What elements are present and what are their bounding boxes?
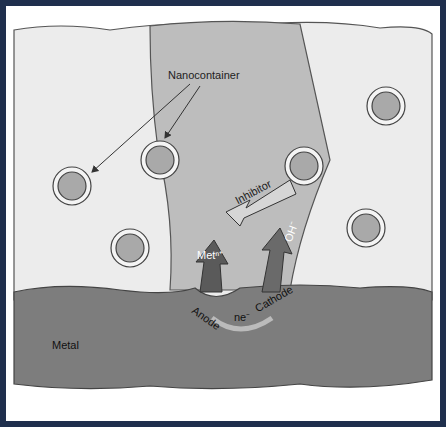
ion-label: Metⁿ⁺ xyxy=(197,250,223,261)
metal xyxy=(14,285,432,389)
nanocontainers xyxy=(53,87,405,267)
region-label: Metal xyxy=(52,340,79,351)
metal-ion-arrow xyxy=(196,240,228,292)
electron-label: ne⁻ xyxy=(234,312,250,323)
callout-label: Nanocontainer xyxy=(168,70,240,81)
leader-lines xyxy=(92,84,200,172)
